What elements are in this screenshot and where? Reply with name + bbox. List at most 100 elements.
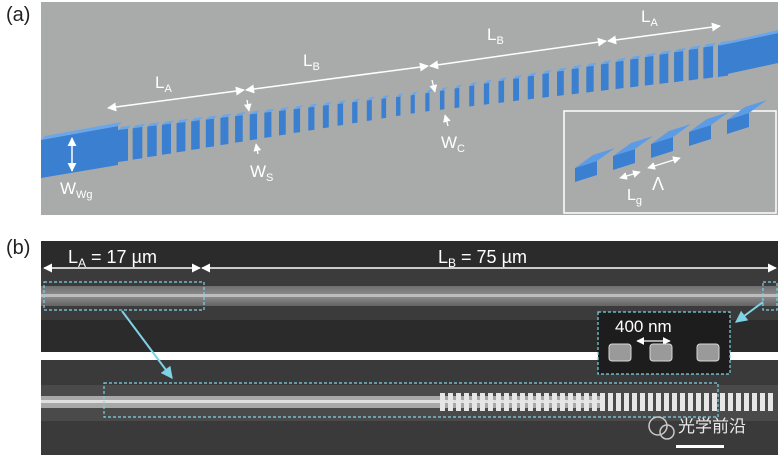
sem-tooth — [560, 393, 565, 411]
sem-tooth — [536, 393, 541, 411]
inset-block-top — [575, 148, 615, 168]
grating-segment — [703, 46, 714, 79]
grating-segment-top — [439, 87, 448, 91]
grating-segment-top — [147, 122, 160, 127]
grating-segment-top — [381, 95, 390, 99]
grating-segment — [527, 75, 534, 100]
grating-segment — [352, 101, 358, 124]
sem-tooth — [656, 393, 661, 411]
lb-right-arrow — [429, 37, 607, 70]
lg-arrow — [619, 170, 641, 180]
grating-segment — [674, 50, 684, 83]
sem-tooth — [576, 393, 581, 411]
sem-tooth — [592, 393, 597, 411]
watermark-text: 光学前沿 — [678, 417, 746, 436]
grating-segment — [513, 77, 520, 102]
grating-segment-top — [220, 113, 232, 118]
grating-segment — [191, 120, 200, 150]
grating-segment — [337, 103, 344, 126]
lg-label: Lg — [627, 187, 642, 207]
grating-segment — [308, 106, 315, 131]
grating-segment — [322, 104, 329, 129]
wwg-label: WWg — [60, 179, 93, 201]
grating-segment-top — [688, 45, 702, 50]
grating-segment — [630, 58, 639, 88]
grating-segment — [147, 125, 157, 158]
grating-segment — [483, 82, 490, 105]
grating-segment — [118, 128, 128, 162]
sem-tooth — [456, 393, 461, 411]
grating-segment — [249, 113, 258, 141]
grating-segment — [600, 63, 609, 91]
panel-b-sem: LA = 17 µm LB = 75 µm 400 nm 光学前沿 — [41, 241, 778, 455]
grating-segment — [278, 110, 286, 136]
grating-segment-top — [293, 105, 304, 110]
sem-tooth — [496, 393, 501, 411]
period-label: Λ — [652, 174, 664, 194]
grating-segment-top — [483, 79, 493, 84]
highlight-box-top-left — [43, 281, 205, 311]
grating-segment-top — [527, 72, 537, 77]
sem-tooth — [520, 393, 525, 411]
inset-block-top — [651, 124, 691, 144]
grating-segment-top — [498, 77, 508, 82]
panel-b-label: (b) — [6, 237, 31, 259]
grating-segment — [659, 53, 669, 84]
grating-segment-top — [674, 47, 687, 53]
grating-segment — [542, 73, 549, 98]
sem-tooth — [624, 393, 629, 411]
highlight-box-top-right — [762, 281, 778, 311]
grating-segment — [454, 87, 460, 109]
grating-segment — [557, 70, 564, 97]
lb-right-label: LB — [487, 25, 504, 47]
sem-tooth — [608, 393, 613, 411]
panel-a-inset: Lg Λ — [563, 100, 777, 214]
watermark: 光学前沿 — [648, 416, 746, 440]
sem-tooth — [600, 393, 605, 411]
sem-tooth — [664, 393, 669, 411]
grating-segment — [366, 99, 372, 121]
grating-segment — [161, 123, 172, 155]
scale-bar — [676, 445, 724, 448]
highlight-box-bottom — [103, 382, 719, 418]
sem-tooth — [736, 393, 741, 411]
grating-segment-top — [469, 82, 478, 87]
grating-segment — [264, 111, 272, 138]
la-right-label: LA — [641, 7, 658, 29]
sem-tooth — [696, 393, 701, 411]
sem-tooth — [504, 393, 509, 411]
sem-tooth — [480, 393, 485, 411]
sem-tooth — [720, 393, 725, 411]
b-la-label: LA = 17 µm — [68, 247, 157, 270]
sem-tooth — [752, 393, 757, 411]
grating-segment-top — [352, 98, 361, 103]
sem-tooth — [552, 393, 557, 411]
sem-tooth — [712, 393, 717, 411]
grating-segment — [425, 92, 430, 112]
wc-label: WC — [441, 133, 465, 155]
grating-segment-top — [308, 103, 318, 108]
lb-left-arrow — [245, 62, 429, 94]
lb-left-label: LB — [303, 51, 320, 73]
grating-segment-top — [659, 50, 672, 55]
grating-segment — [396, 96, 401, 117]
grating-segment — [235, 115, 243, 143]
sem-tooth — [632, 393, 637, 411]
connector-arrow-left — [121, 310, 173, 379]
grating-segment-top — [615, 57, 627, 62]
grating-segment-top — [644, 52, 657, 58]
grating-segment-top — [161, 120, 175, 125]
grating-segment-top — [176, 118, 189, 124]
grating-segment — [176, 121, 186, 153]
sem-tooth — [768, 393, 773, 411]
panel-a-render: LA LB LB LA WWg WS WC Lg Λ — [41, 2, 778, 215]
sem-tooth — [464, 393, 469, 411]
sem-grating-teeth — [440, 393, 773, 411]
grating-segment-top — [396, 93, 404, 98]
sem-tooth — [704, 393, 709, 411]
period-arrow — [647, 156, 681, 170]
inset-block-top — [689, 112, 729, 132]
sem-tooth — [440, 393, 445, 411]
sem-tooth — [488, 393, 493, 411]
